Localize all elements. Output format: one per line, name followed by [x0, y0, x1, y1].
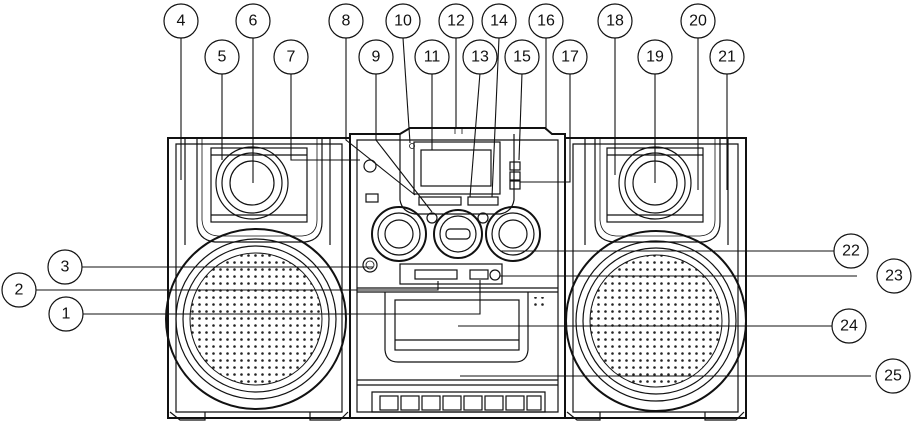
- callout-19: 19: [637, 39, 673, 75]
- svg-text:18: 18: [606, 13, 624, 30]
- svg-text:4: 4: [177, 13, 186, 30]
- svg-text:23: 23: [885, 268, 903, 285]
- svg-text:24: 24: [840, 318, 858, 335]
- callout-22: 22: [833, 233, 869, 269]
- svg-text:12: 12: [447, 13, 465, 30]
- callout-9: 9: [358, 39, 394, 75]
- callout-17: 17: [552, 39, 588, 75]
- callout-5: 5: [204, 39, 240, 75]
- callout-3: 3: [47, 249, 83, 285]
- main-unit: [349, 127, 566, 419]
- callout-25: 25: [875, 358, 911, 394]
- callout-15: 15: [504, 39, 540, 75]
- svg-text:20: 20: [689, 13, 707, 30]
- svg-text:16: 16: [537, 13, 555, 30]
- svg-text:9: 9: [372, 49, 381, 66]
- svg-text:11: 11: [424, 49, 441, 66]
- indicator-led: [409, 143, 415, 149]
- svg-text:19: 19: [646, 49, 664, 66]
- callout-16: 16: [528, 3, 564, 39]
- callout-7: 7: [273, 39, 309, 75]
- callout-23: 23: [876, 258, 912, 294]
- center-control-knob: [433, 209, 483, 259]
- callout-10: 10: [385, 3, 421, 39]
- callout-8: 8: [328, 3, 364, 39]
- display-window: [413, 141, 501, 195]
- callout-24: 24: [831, 308, 867, 344]
- svg-text:8: 8: [342, 13, 351, 30]
- callout-21: 21: [709, 39, 745, 75]
- callout-12: 12: [438, 3, 474, 39]
- right-control-knob: [485, 206, 541, 262]
- svg-text:21: 21: [718, 49, 736, 66]
- svg-text:2: 2: [15, 282, 24, 299]
- svg-text:1: 1: [62, 306, 71, 323]
- svg-text:3: 3: [61, 259, 70, 276]
- callout-6: 6: [235, 3, 271, 39]
- leader-lines: [36, 37, 871, 377]
- svg-text:10: 10: [394, 13, 412, 30]
- callout-1: 1: [48, 296, 84, 332]
- callout-2: 2: [1, 272, 37, 308]
- callout-14: 14: [481, 3, 517, 39]
- callout-13: 13: [462, 39, 498, 75]
- svg-text:25: 25: [884, 368, 902, 385]
- cassette-deck: [384, 292, 545, 363]
- svg-text:7: 7: [287, 49, 296, 66]
- svg-text:5: 5: [218, 49, 227, 66]
- left-speaker: [165, 137, 351, 421]
- callout-11: 11: [414, 39, 450, 75]
- svg-text:6: 6: [249, 13, 258, 30]
- svg-text:13: 13: [471, 49, 489, 66]
- svg-text:15: 15: [513, 49, 531, 66]
- right-speaker: [564, 137, 747, 421]
- left-woofer: [165, 228, 347, 410]
- callout-18: 18: [597, 3, 633, 39]
- grille-dots: [533, 297, 545, 307]
- left-control-knob: [371, 206, 427, 262]
- svg-text:14: 14: [490, 13, 508, 30]
- callouts: 1 2 3 4 5 6 7 8 9 10 11 12 13 14 15 16 1…: [1, 3, 912, 394]
- svg-text:22: 22: [842, 243, 860, 260]
- right-woofer: [565, 230, 747, 412]
- transport-buttons: [371, 391, 546, 413]
- callout-4: 4: [163, 3, 199, 39]
- left-knob: [215, 146, 289, 220]
- svg-text:17: 17: [561, 49, 579, 66]
- callout-20: 20: [680, 3, 716, 39]
